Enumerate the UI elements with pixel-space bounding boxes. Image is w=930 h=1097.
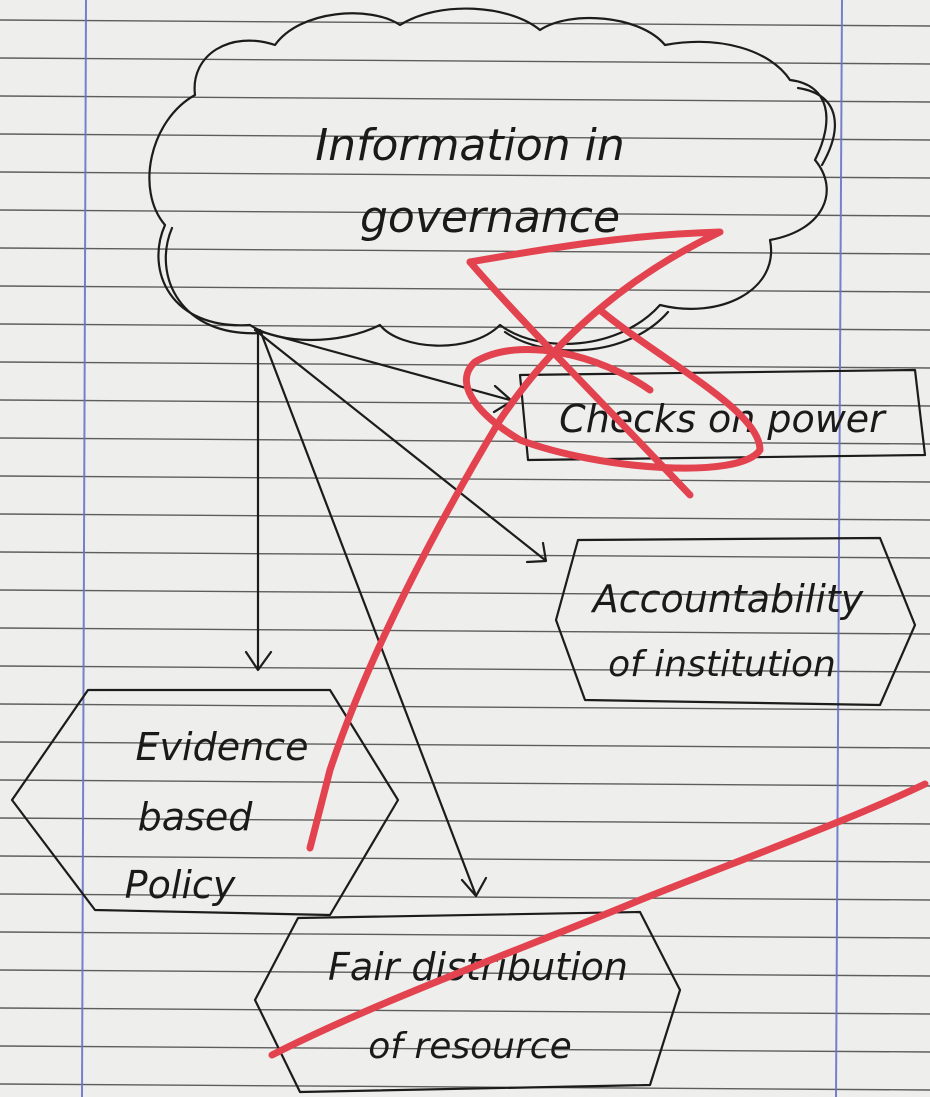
evidence-node-line2: based: [138, 795, 254, 839]
accountability-node-hexagon: [554, 536, 917, 707]
ruled-line: [0, 627, 930, 635]
ruled-line: [0, 1007, 930, 1015]
arrow-to-fair: [258, 328, 488, 898]
ruled-line: [0, 855, 930, 863]
connector-arrows: [244, 328, 548, 898]
red-strike-marks: [268, 228, 929, 1059]
red-long-slash: [268, 780, 929, 1059]
accountability-node-line2: of institution: [608, 644, 836, 685]
ruled-line: [0, 779, 930, 787]
ruled-line: [0, 893, 930, 901]
red-loop-around-checks: [462, 306, 764, 472]
ruled-line: [0, 551, 930, 559]
ruled-line: [0, 741, 930, 749]
ruled-line: [0, 589, 930, 597]
evidence-node-line3: Policy: [125, 863, 236, 907]
ruled-line: [0, 399, 930, 407]
center-cloud-outline-echo: [164, 86, 836, 352]
ruled-line: [0, 931, 930, 939]
ruled-lines: [0, 19, 930, 1091]
ruled-line: [0, 437, 930, 445]
evidence-node-hexagon: [10, 688, 400, 917]
arrow-to-accountability: [253, 328, 548, 564]
arrow-to-evidence: [244, 328, 273, 672]
ruled-line: [0, 19, 930, 27]
ruled-line: [0, 171, 930, 179]
red-x-stroke-2: [306, 228, 724, 852]
ruled-line: [0, 817, 930, 825]
ruled-line: [0, 1083, 930, 1091]
ruled-line: [0, 247, 930, 255]
red-x-stroke-1: [466, 258, 694, 499]
ruled-line: [0, 361, 930, 369]
ruled-line: [0, 703, 930, 711]
ruled-line: [0, 323, 930, 331]
center-node-line2: governance: [360, 192, 620, 243]
ruled-line: [0, 513, 930, 521]
ruled-line: [0, 1045, 930, 1053]
ruled-line: [0, 285, 930, 293]
ruled-line: [0, 95, 930, 103]
right-margin-line: [835, 0, 843, 1097]
center-node-line1: Information in: [315, 120, 625, 171]
evidence-node-line1: Evidence: [136, 725, 309, 769]
ruled-line: [0, 133, 930, 141]
fair-node-line2: of resource: [368, 1026, 571, 1067]
checks-node-box: [518, 368, 927, 462]
fair-node-hexagon: [253, 910, 682, 1094]
ruled-line: [0, 665, 930, 673]
ruled-line: [0, 57, 930, 65]
left-margin-line: [81, 0, 87, 1097]
center-cloud-shape: [148, 7, 828, 347]
accountability-node-line1: Accountability: [590, 577, 864, 621]
